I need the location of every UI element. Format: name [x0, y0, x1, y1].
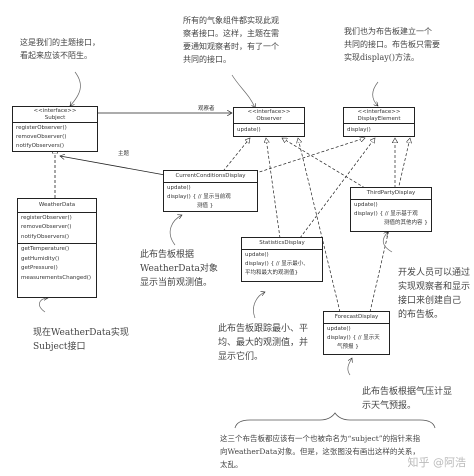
display-element-interface: <<interface>>DisplayElement display(): [343, 107, 415, 137]
subject-interface: <<interface>>Subject registerObserver()r…: [12, 106, 98, 152]
note-statistics-display: 此布告板跟踪最小、平均、最大的观测值，并显示它们。: [218, 324, 309, 362]
note-custom-display: 开发人员可以通过实现观察者和显示接口来创建自己的布告板。: [398, 268, 471, 320]
note-forecast-display: 此布告板根据气压计显示天气预报。: [362, 387, 453, 411]
note-subject: 这是我们的主题接口，看起来应该不陌生。: [20, 38, 100, 60]
observers-label: 观察者: [198, 106, 215, 112]
note-observer: 所有的气象组件都实现此观察者接口。这样，主题在需要通知观察者时，有了一个共同的接…: [183, 16, 279, 64]
note-subject-pointer: 这三个布告板都应该有一个也被命名为“subject”的指针来指向WeatherD…: [220, 434, 421, 469]
note-display-element: 我们也为布告板建立一个共同的接口。布告板只需要实现display()方法。: [344, 27, 440, 62]
third-party-display: ThirdPartyDisplay update()display() { //…: [350, 187, 432, 232]
subject-header: <<interface>>Subject: [13, 107, 97, 123]
subject-label: 主题: [118, 151, 130, 157]
weather-data-class: WeatherData registerObserver()removeObse…: [17, 198, 97, 298]
statistics-display: StatisticsDisplay update()display() { //…: [241, 237, 323, 282]
observer-interface: <<interface>>Observer update(): [233, 107, 305, 137]
watermark: 知乎 @阿浩: [407, 456, 467, 469]
forecast-display: ForecastDisplay update()display() { // 显…: [323, 311, 390, 355]
current-conditions-display: CurrentConditionsDisplay update()display…: [163, 170, 258, 212]
